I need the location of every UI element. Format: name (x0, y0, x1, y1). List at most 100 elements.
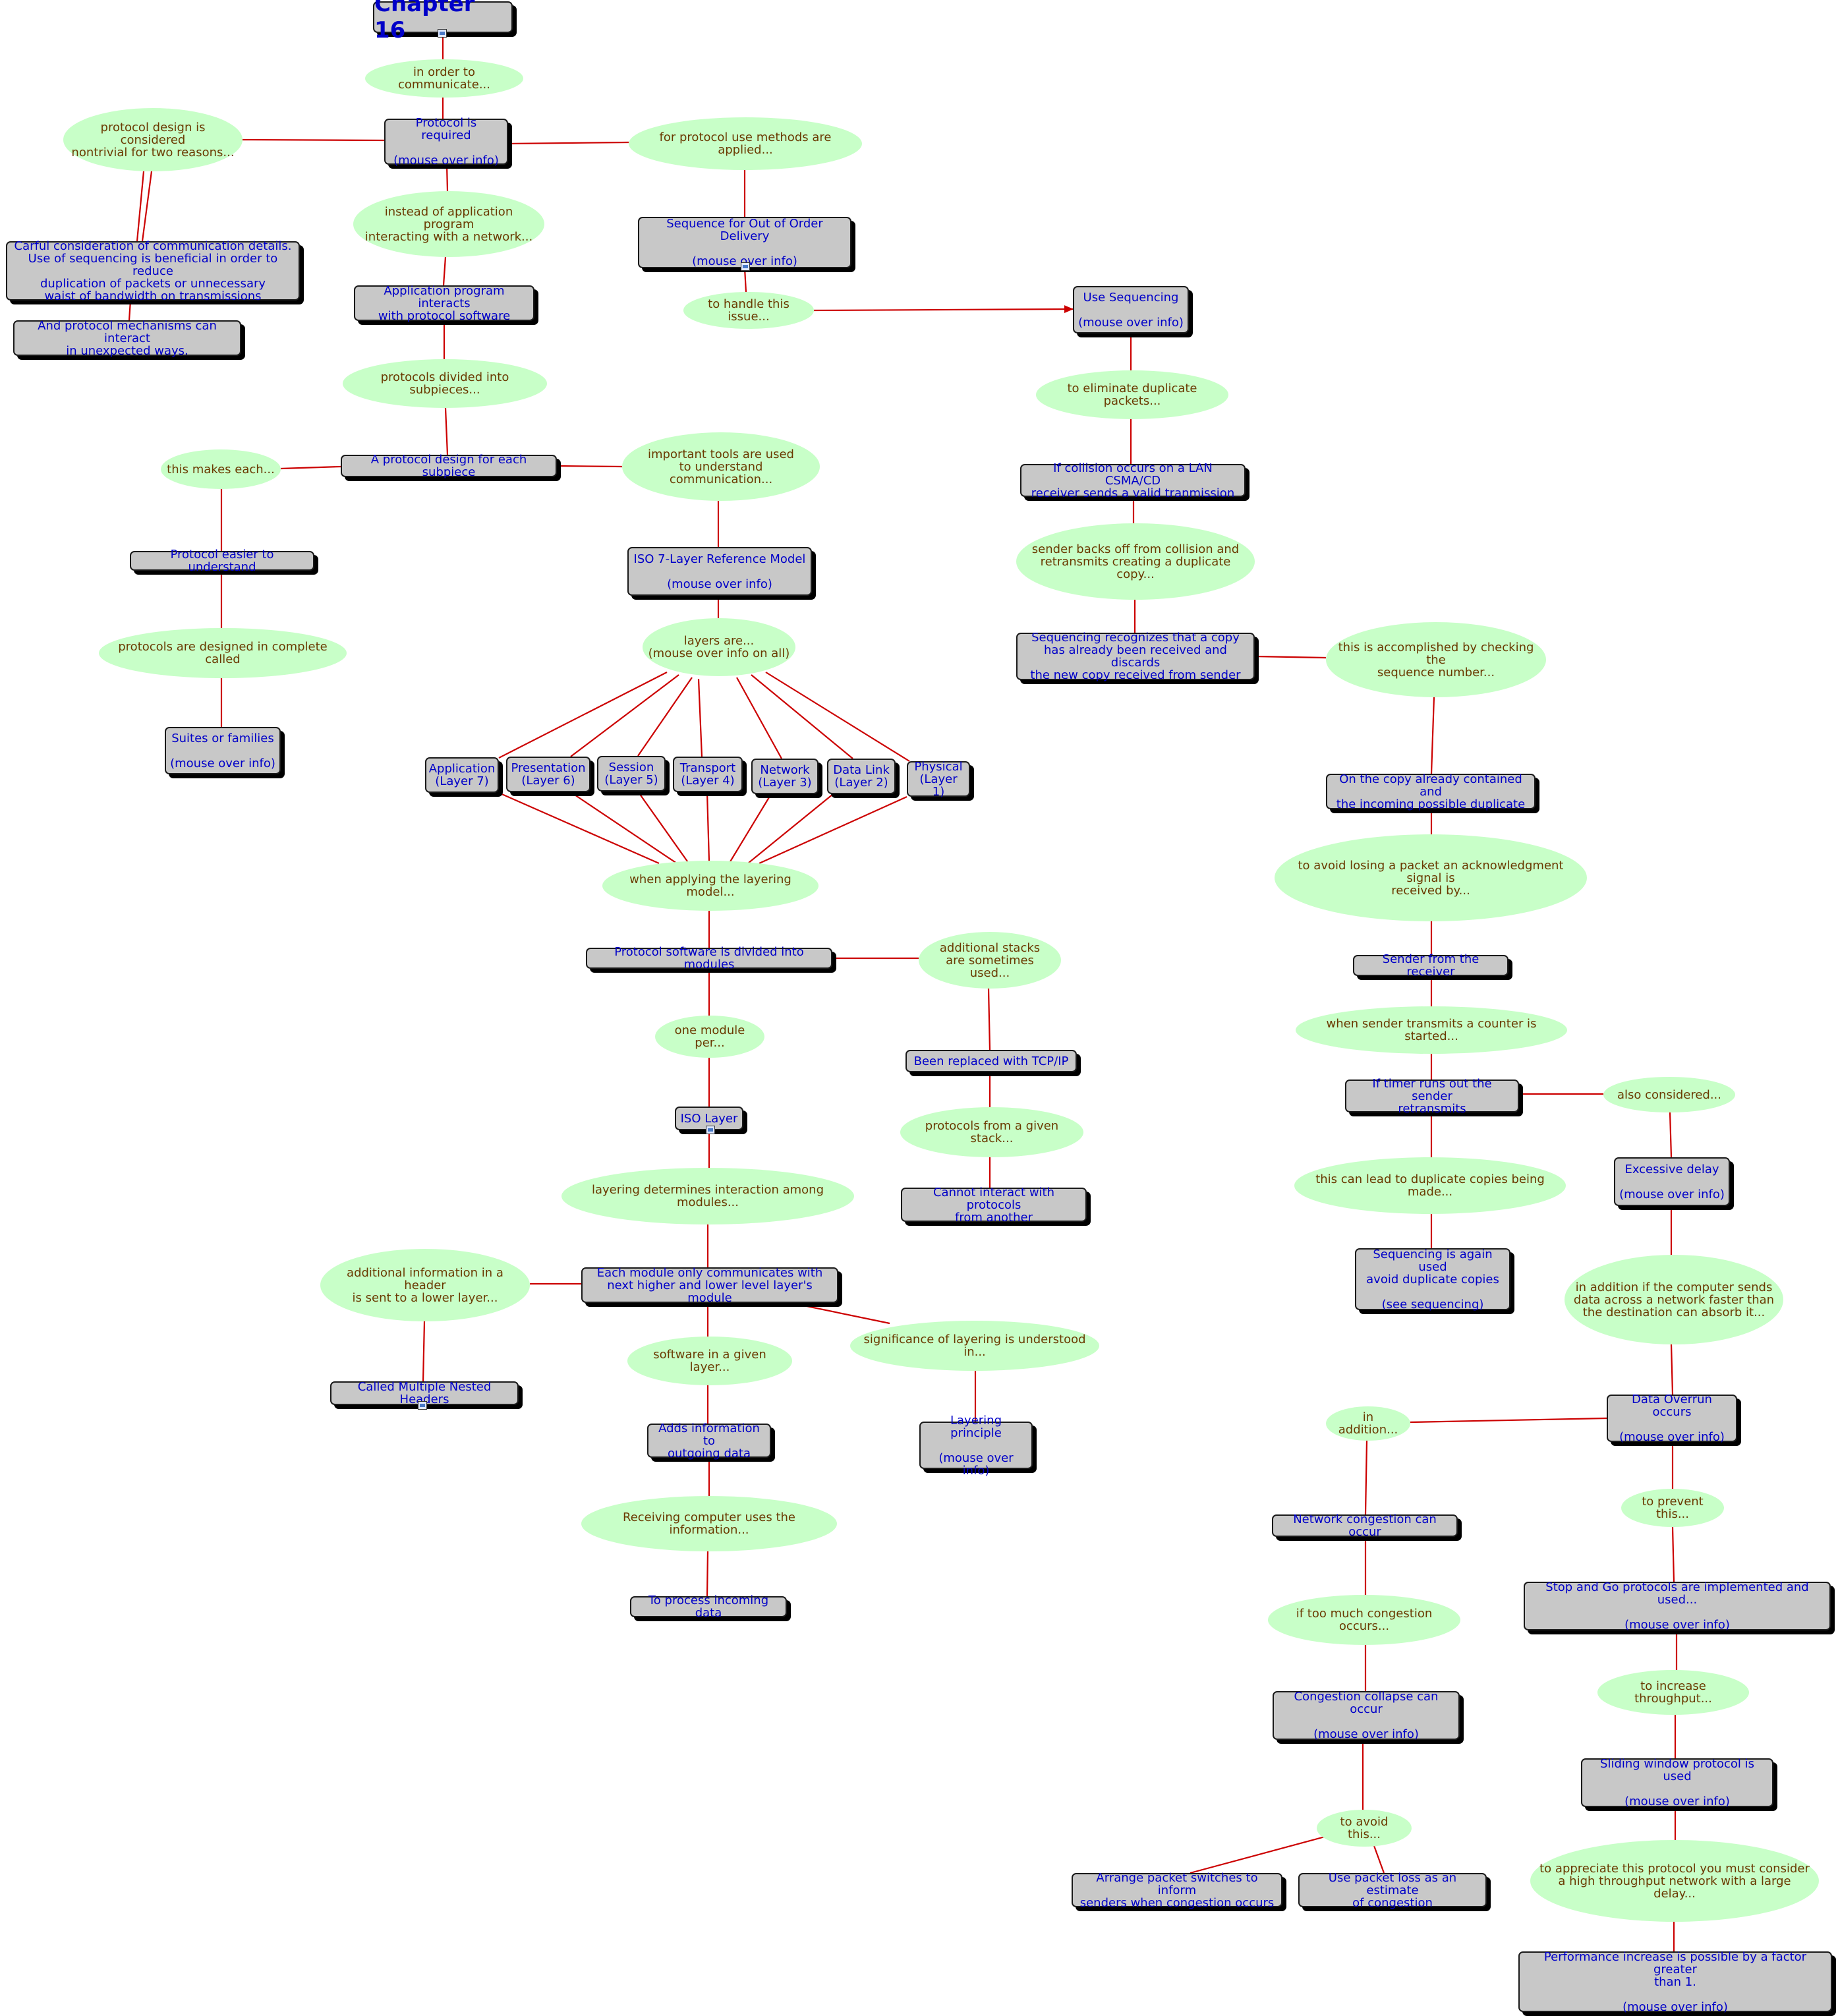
phrase-receiving-computer: Receiving computer uses the information.… (581, 1496, 837, 1551)
phrase-for-protocol-use: for protocol use methods are applied... (629, 117, 862, 170)
phrase-in-order: in order to communicate... (365, 59, 523, 98)
concept-stop-and-go[interactable]: Stop and Go protocols are implemented an… (1524, 1581, 1831, 1631)
connector-line (637, 791, 691, 867)
concept-protocol-easier[interactable]: Protocol easier to understand (130, 548, 314, 573)
concept-been-replaced[interactable]: Been replaced with TCP/IP (905, 1050, 1077, 1072)
concept-layer-datalink[interactable]: Data Link (Layer 2) (827, 759, 896, 794)
connector-line (442, 256, 447, 286)
connector-line (1372, 1843, 1385, 1874)
connector-line (751, 674, 853, 759)
connector-line (507, 141, 629, 145)
concept-protocol-required[interactable]: Protocol is required (mouse over info) (384, 117, 508, 167)
concept-performance-increase[interactable]: Performance increase is possible by a fa… (1518, 1951, 1832, 2013)
concept-on-the-copy[interactable]: On the copy already contained and the in… (1326, 773, 1536, 811)
concept-arrange-packet[interactable]: Arrange packet switches to inform sender… (1072, 1872, 1282, 1909)
resource-icon[interactable] (418, 1401, 427, 1410)
concept-cannot-interact[interactable]: Cannot interact with protocols from anot… (901, 1186, 1087, 1224)
concept-if-collision[interactable]: If collision occurs on a LAN CSMA/CD rec… (1020, 462, 1246, 500)
concept-data-overrun[interactable]: Data Overrun occurs (mouse over info) (1607, 1393, 1737, 1443)
concept-sender-from-receiver[interactable]: Sender from the receiver (1353, 953, 1508, 978)
phrase-when-sender-transmits: when sender transmits a counter is start… (1296, 1006, 1567, 1054)
concept-layer-application[interactable]: Application (Layer 7) (425, 757, 499, 793)
connector-line (1670, 1344, 1674, 1395)
connector-line (744, 793, 834, 867)
phrase-to-handle: to handle this issue... (683, 292, 814, 329)
concept-to-process[interactable]: To process incoming data (630, 1594, 787, 1619)
concept-careful-consideration[interactable]: Carful consideration of communication de… (6, 240, 300, 302)
concept-layer-transport[interactable]: Transport (Layer 4) (673, 757, 743, 792)
chapter-title[interactable]: Chapter 16 (373, 0, 513, 43)
connector-line (987, 988, 991, 1051)
concept-use-sequencing[interactable]: Use Sequencing (mouse over info) (1073, 286, 1189, 333)
connector-line (422, 1321, 426, 1382)
phrase-duplicate-copies: this can lead to duplicate copies being … (1294, 1157, 1566, 1214)
connector-line (1430, 697, 1435, 774)
concept-layer-physical[interactable]: Physical (Layer 1) (907, 761, 970, 798)
connector-line (637, 677, 693, 757)
phrase-software-given-layer: software in a given layer... (627, 1337, 792, 1385)
phrase-to-eliminate: to eliminate duplicate packets... (1036, 370, 1228, 419)
phrase-in-addition-sends: in addition if the computer sends data a… (1565, 1255, 1783, 1344)
phrase-layering-determines: layering determines interaction among mo… (561, 1168, 854, 1224)
phrase-in-addition: in addition... (1326, 1406, 1410, 1441)
concept-congestion-collapse[interactable]: Congestion collapse can occur (mouse ove… (1273, 1690, 1460, 1741)
phrase-protocols-complete: protocols are designed in complete calle… (99, 628, 347, 678)
concept-protocol-design-subpiece[interactable]: A protocol design for each subpiece (341, 453, 557, 478)
concept-layering-principle[interactable]: Layering principle (mouse over info) (919, 1414, 1033, 1477)
concept-if-timer[interactable]: If timer runs out the sender retransmits (1345, 1078, 1519, 1115)
concept-application-program[interactable]: Application program interacts with proto… (354, 285, 534, 322)
connector-line (743, 268, 747, 293)
concept-network-congestion[interactable]: Network congestion can occur (1272, 1513, 1458, 1538)
phrase-to-prevent: to prevent this... (1621, 1489, 1724, 1527)
concept-iso-model[interactable]: ISO 7-Layer Reference Model (mouse over … (627, 547, 812, 596)
phrase-accomplished-by: this is accomplished by checking the seq… (1326, 622, 1546, 697)
concept-layer-session[interactable]: Session (Layer 5) (597, 756, 666, 792)
concept-sliding-window[interactable]: Sliding window protocol is used (mouse o… (1581, 1758, 1773, 1808)
connector-line (759, 795, 907, 865)
concept-sequence-out-of-order[interactable]: Sequence for Out of Order Delivery (mous… (638, 217, 851, 268)
resource-icon[interactable] (706, 1126, 715, 1134)
phrase-protocols-divided: protocols divided into subpieces... (343, 359, 547, 408)
resource-icon[interactable] (741, 262, 750, 271)
concept-layer-presentation[interactable]: Presentation (Layer 6) (506, 757, 590, 792)
phrase-sender-backs-off: sender backs off from collision and retr… (1016, 523, 1255, 600)
phrase-additional-stacks: additional stacks are sometimes used... (919, 932, 1061, 989)
phrase-to-avoid-this: to avoid this... (1317, 1810, 1412, 1847)
connector-line (1669, 1112, 1673, 1158)
connector-line (136, 171, 145, 242)
connector-line (570, 792, 679, 865)
phrase-too-much-congestion: if too much congestion occurs... (1268, 1595, 1460, 1645)
connector-arrow (813, 305, 1074, 314)
connector-line (706, 792, 710, 861)
concept-sequencing-again[interactable]: Sequencing is again used avoid duplicate… (1355, 1248, 1510, 1311)
concept-layer-network[interactable]: Network (Layer 3) (751, 759, 818, 794)
connector-line (765, 672, 910, 762)
phrase-one-module-per: one module per... (655, 1016, 764, 1058)
connector-line (727, 793, 772, 867)
phrase-when-applying: when applying the layering model... (602, 861, 818, 911)
resource-icon[interactable] (438, 29, 447, 38)
concept-sequencing-recognizes[interactable]: Sequencing recognizes that a copy has al… (1016, 631, 1255, 681)
connector-line (556, 465, 623, 468)
phrase-design-nontrivial: protocol design is considered nontrivial… (63, 108, 243, 171)
connector-line (697, 678, 703, 757)
phrase-layers-are: layers are... (mouse over info on all) (643, 618, 795, 676)
connector-line (280, 465, 341, 470)
phrase-protocols-given-stack: protocols from a given stack... (900, 1107, 1083, 1157)
connector-line (736, 677, 782, 759)
connector-line (1410, 1417, 1607, 1424)
concept-suites-families[interactable]: Suites or families (mouse over info) (165, 727, 281, 774)
concept-each-module[interactable]: Each module only communicates with next … (581, 1267, 838, 1304)
connector-line (141, 171, 153, 242)
concept-use-packet-loss[interactable]: Use packet loss as an estimate of conges… (1298, 1872, 1487, 1909)
connector-line (706, 1551, 709, 1597)
concept-protocol-mechanisms[interactable]: And protocol mechanisms can interact in … (13, 320, 241, 357)
concept-adds-information[interactable]: Adds information to outgoing data (647, 1422, 771, 1460)
connector-line (444, 407, 449, 455)
concept-protocol-software-modules[interactable]: Protocol software is divided into module… (586, 946, 832, 971)
connector-line (1190, 1835, 1328, 1874)
connector-line (128, 300, 132, 321)
concept-excessive-delay[interactable]: Excessive delay (mouse over info) (1614, 1157, 1730, 1206)
